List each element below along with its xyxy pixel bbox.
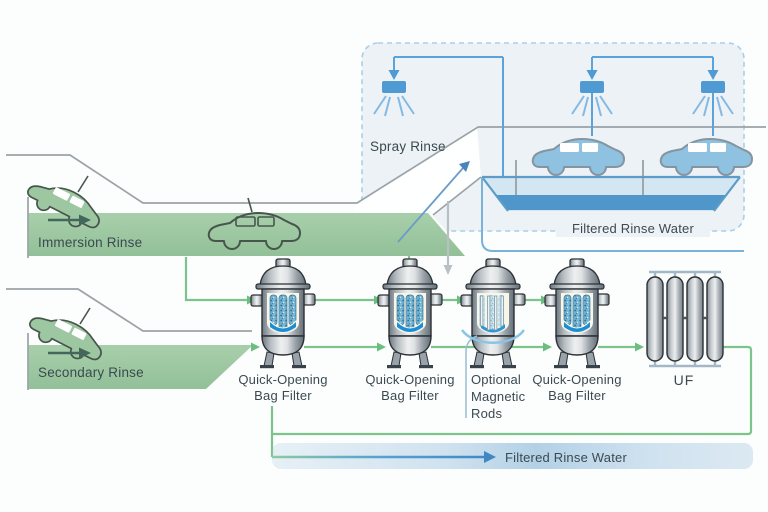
spray-nozzle-icon bbox=[580, 81, 604, 93]
immersion-rinse-label: Immersion Rinse bbox=[38, 235, 142, 250]
bag-filter-3-vessel: Quick-Opening Bag Filter bbox=[532, 259, 621, 403]
immersion-rinse-area: Immersion Rinse bbox=[22, 172, 301, 250]
spray-drain-arrow bbox=[443, 201, 453, 275]
svg-text:Bag Filter: Bag Filter bbox=[381, 388, 439, 403]
pool-flow-arrowhead bbox=[79, 347, 91, 359]
uf-unit: UF bbox=[646, 270, 724, 388]
bag-filter-2-vessel: Quick-Opening Bag Filter bbox=[365, 259, 454, 403]
pool-flow-arrowhead bbox=[79, 214, 91, 226]
filtered-rinse-water-out-label: Filtered Rinse Water bbox=[505, 450, 627, 465]
svg-text:Bag Filter: Bag Filter bbox=[254, 388, 312, 403]
secondary-rinse-label: Secondary Rinse bbox=[38, 365, 144, 380]
svg-text:Magnetic: Magnetic bbox=[471, 389, 526, 404]
tank-return-pipe bbox=[481, 178, 744, 252]
bag-filter-3-label: Quick-Opening bbox=[532, 372, 621, 387]
bag-filter-2-label: Quick-Opening bbox=[365, 372, 454, 387]
output-band bbox=[272, 443, 753, 469]
magnetic-rods-leader-line bbox=[465, 335, 478, 418]
rinse-tank bbox=[481, 160, 741, 212]
uf-label: UF bbox=[674, 372, 695, 388]
bag-filter-1-label: Quick-Opening bbox=[238, 372, 327, 387]
svg-text:Bag Filter: Bag Filter bbox=[548, 388, 606, 403]
spray-nozzle-icon bbox=[701, 81, 725, 93]
label-mask bbox=[556, 222, 710, 237]
ramp-direction-arrow bbox=[397, 161, 470, 243]
tank-label: Filtered Rinse Water bbox=[572, 221, 694, 236]
bag-filter-1-vessel: Quick-Opening Bag Filter bbox=[238, 259, 327, 403]
magnetic-rods-label: Optional bbox=[471, 372, 521, 387]
spray-nozzle-icon bbox=[382, 81, 406, 93]
spray-fan-lines bbox=[373, 95, 734, 117]
car-antenna bbox=[79, 307, 91, 325]
output-arrowhead bbox=[484, 451, 496, 463]
secondary-conveyor-line bbox=[6, 288, 252, 332]
svg-text:Rods: Rods bbox=[471, 406, 502, 421]
ramp-lower-line bbox=[432, 176, 482, 216]
magnetic-rods-vessel: Optional Magnetic Rods bbox=[461, 259, 526, 421]
conveyor-ramp bbox=[355, 126, 481, 256]
car-antenna bbox=[77, 175, 89, 193]
spray-rinse-label: Spray Rinse bbox=[370, 139, 446, 154]
secondary-rinse-area: Secondary Rinse bbox=[24, 304, 144, 380]
spray-system: Spray Rinse Filtered Rinse Water bbox=[370, 56, 753, 252]
magnetic-rods-handle-arc bbox=[461, 329, 525, 344]
car-antenna bbox=[247, 197, 253, 213]
filtered-output: Filtered Rinse Water bbox=[272, 443, 753, 469]
